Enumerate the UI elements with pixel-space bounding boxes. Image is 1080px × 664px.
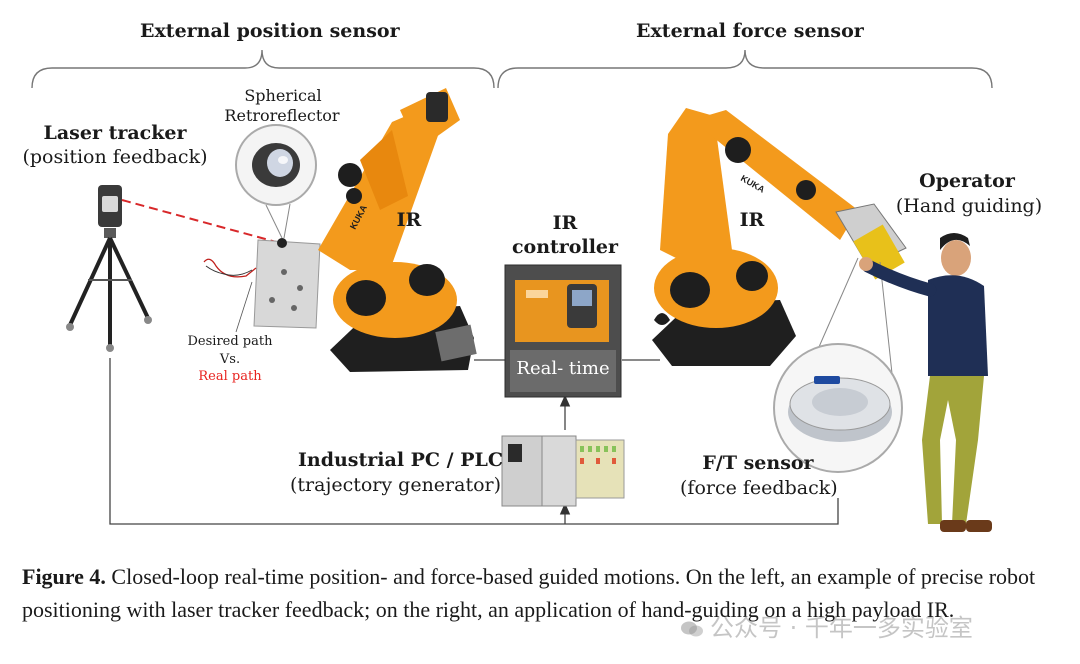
retroreflector-label-line1: Spherical — [244, 86, 322, 105]
industrial-pc-title: Industrial PC / PLC — [298, 449, 503, 471]
vs-label: Vs. — [219, 352, 241, 367]
right-brace — [497, 49, 993, 89]
operator-title: Operator — [919, 170, 1015, 192]
ir-left-label: IR — [396, 209, 422, 231]
figure-caption: Figure 4. Closed-loop real-time position… — [22, 560, 1067, 626]
header-external-position-sensor: External position sensor — [140, 20, 400, 42]
controller-label-line1: IR — [552, 212, 578, 234]
retroreflector-zoom-icon — [235, 124, 317, 239]
realtime-label: Real- time — [516, 358, 610, 379]
figure-diagram: KUKA — [22, 20, 1043, 532]
laser-beam — [121, 199, 281, 244]
path-scribble — [203, 258, 257, 278]
industrial-pc-subtitle: (trajectory generator) — [290, 474, 502, 496]
left-brace — [31, 49, 495, 89]
left-robot-icon: KUKA — [318, 88, 477, 372]
ft-sensor-title: F/T sensor — [702, 452, 814, 474]
industrial-pc-icon — [501, 435, 625, 507]
right-robot-icon: KUKA — [652, 108, 907, 366]
feedback-loop-lines — [109, 358, 839, 525]
ir-right-label: IR — [739, 209, 765, 231]
watermark-text: 公众号 · 千年一多实验室 — [710, 614, 973, 642]
ir-controller-cabinet-icon — [504, 264, 622, 398]
operator-subtitle: (Hand guiding) — [895, 195, 1043, 217]
laser-tracker-subtitle: (position feedback) — [22, 146, 208, 168]
retroreflector-label-line2: Retroreflector — [224, 106, 340, 125]
real-path-label: Real path — [198, 369, 262, 384]
caption-label: Figure 4. — [22, 564, 106, 589]
workpiece-plate-icon — [253, 238, 321, 329]
watermark: 公众号 · 千年一多实验室 — [680, 608, 973, 643]
desired-path-label: Desired path — [187, 334, 273, 349]
caption-text: Closed-loop real-time position- and forc… — [22, 564, 1036, 622]
ft-sensor-zoom-icon — [773, 257, 903, 473]
header-external-force-sensor: External force sensor — [636, 20, 864, 42]
laser-tracker-icon — [66, 185, 152, 352]
controller-label-line2: controller — [511, 236, 619, 258]
laser-tracker-title: Laser tracker — [43, 122, 187, 144]
diagram-graphics: KUKA — [31, 49, 993, 532]
ft-sensor-subtitle: (force feedback) — [680, 477, 838, 499]
operator-icon — [859, 233, 992, 532]
wechat-icon — [681, 621, 703, 637]
